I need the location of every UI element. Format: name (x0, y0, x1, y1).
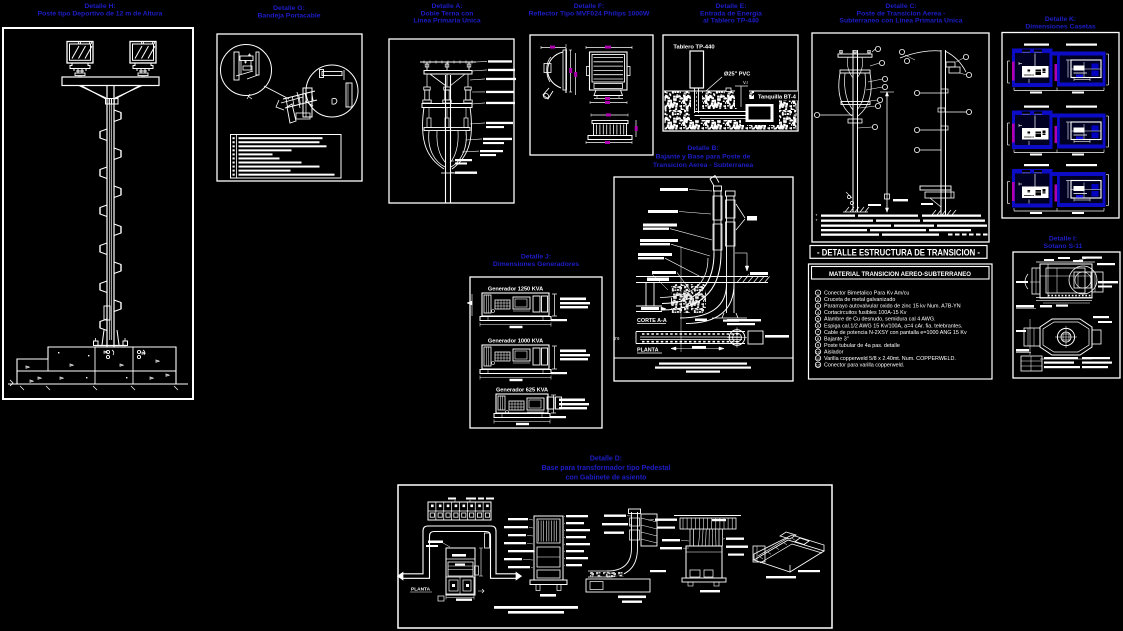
svg-text:MATERIAL TRANSICION AEREO-SUBT: MATERIAL TRANSICION AEREO-SUBTERRANEO (829, 271, 971, 278)
svg-text:Detalle E:: Detalle E: (716, 3, 747, 10)
svg-text:Cruceta de metal galvanizado: Cruceta de metal galvanizado (824, 297, 895, 303)
svg-text:3: 3 (817, 303, 820, 308)
svg-text:Entrada de Energia: Entrada de Energia (700, 10, 762, 17)
svg-text:Poste tipo Deportivo de 12 m d: Poste tipo Deportivo de 12 m de Altura (38, 10, 163, 17)
svg-text:Detalle J:: Detalle J: (521, 254, 551, 261)
svg-text:Bajante 3": Bajante 3" (824, 336, 849, 342)
svg-text:Transicion Aerea - Subterranea: Transicion Aerea - Subterranea (653, 162, 753, 169)
svg-text:con Gabinete de asiento: con Gabinete de asiento (566, 474, 647, 481)
svg-text:Ø25" PVC: Ø25" PVC (724, 72, 750, 78)
svg-text:PLANTA: PLANTA (411, 587, 431, 593)
svg-text:Linea Primaria Unica: Linea Primaria Unica (413, 18, 480, 25)
svg-text:Tablero TP-440: Tablero TP-440 (673, 45, 714, 51)
svg-text:Base para transformador tipo P: Base para transformador tipo Pedestal (542, 465, 671, 472)
svg-text:9: 9 (817, 343, 820, 348)
svg-text:PLANTA: PLANTA (637, 348, 659, 354)
svg-text:Detalle F:: Detalle F: (574, 3, 605, 10)
svg-text:- DETALLE ESTRUCTURA DE TRA: - DETALLE ESTRUCTURA DE TRANSICION - (817, 248, 980, 259)
svg-text:Pararrayo autovalvular oxido d: Pararrayo autovalvular oxido de zinc 15 … (824, 304, 961, 310)
svg-text:Varilla copperweld 5/8 x 2.40m: Varilla copperweld 5/8 x 2.40mt. Num. CO… (824, 356, 956, 362)
svg-text:Detalle G:: Detalle G: (273, 5, 305, 12)
svg-text:Cable de potencia N-2XSY con p: Cable de potencia N-2XSY con pantalla e=… (824, 330, 967, 336)
svg-text:Detalle I:: Detalle I: (1049, 236, 1077, 243)
svg-text:4: 4 (817, 310, 820, 315)
svg-text:8: 8 (817, 336, 820, 341)
svg-text:Reflector Tipo MVF024 Philips: Reflector Tipo MVF024 Philips 1000W (529, 10, 650, 17)
svg-text:6: 6 (817, 323, 820, 328)
svg-text:11: 11 (816, 356, 821, 361)
svg-text:5: 5 (817, 317, 820, 322)
svg-text:1: 1 (817, 290, 820, 295)
svg-text:2: 2 (817, 297, 820, 302)
svg-text:Detalle A:: Detalle A: (431, 3, 462, 10)
svg-text:12: 12 (816, 362, 821, 367)
svg-text:*: * (816, 213, 818, 218)
svg-text:Detalle H:: Detalle H: (84, 3, 115, 10)
svg-text:Sotano S-11: Sotano S-11 (1044, 243, 1083, 250)
svg-text:Tanquilla BT-4: Tanquilla BT-4 (758, 95, 797, 101)
svg-text:Generador 1250 KVA: Generador 1250 KVA (488, 287, 543, 293)
svg-text:Detalle K:: Detalle K: (1045, 16, 1076, 23)
svg-text:Espiga cal.1/2 AWG 15 Kv/100A,: Espiga cal.1/2 AWG 15 Kv/100A, a=4 cAr. … (824, 323, 962, 329)
svg-text:Alambre de Cu desnudo, semidur: Alambre de Cu desnudo, semidura cal 4 AW… (824, 317, 936, 323)
svg-text:Poste tubular de 4a pas. detal: Poste tubular de 4a pas. detalle (824, 343, 900, 349)
svg-text:10: 10 (816, 349, 821, 354)
svg-text:Dimensiones Casetas: Dimensiones Casetas (1025, 23, 1095, 30)
svg-text:Subterraneo con Linea Primaria: Subterraneo con Linea Primaria Unica (839, 18, 962, 25)
svg-text:Detalle C:: Detalle C: (885, 3, 916, 10)
svg-text:al Tablero TP-440: al Tablero TP-440 (703, 18, 759, 25)
svg-text:Cortacircuitos fusibles 100A-1: Cortacircuitos fusibles 100A-15 Kv (824, 310, 907, 316)
svg-text:2'6: 2'6 (614, 336, 620, 341)
svg-text:Bajante y Base para Poste de: Bajante y Base para Poste de (656, 154, 751, 161)
svg-text:Generador 625 KVA: Generador 625 KVA (496, 388, 548, 394)
svg-text:Aislador: Aislador (824, 349, 844, 355)
svg-text:Dimensiones Generadores: Dimensiones Generadores (493, 261, 579, 268)
svg-text:Doble Terna con: Doble Terna con (421, 10, 474, 17)
svg-text:Bandeja Portacable: Bandeja Portacable (257, 12, 320, 19)
svg-text:CORTE A-A: CORTE A-A (637, 318, 667, 324)
svg-text:Detalle B:: Detalle B: (687, 145, 718, 152)
svg-text:*: * (816, 218, 818, 223)
svg-text:7: 7 (817, 330, 820, 335)
svg-text:V.r: V.r (743, 80, 749, 85)
svg-text:Generador 1000 KVA: Generador 1000 KVA (488, 339, 543, 345)
svg-text:Conector para varilla copperwe: Conector para varilla copperweld. (824, 363, 904, 369)
svg-text:Conector Bimetalico Para Kv Am: Conector Bimetalico Para Kv Am/cu (824, 291, 909, 297)
svg-text:Detalle D:: Detalle D: (590, 456, 622, 463)
svg-text:Poste de Transicion Aerea -: Poste de Transicion Aerea - (857, 10, 946, 17)
